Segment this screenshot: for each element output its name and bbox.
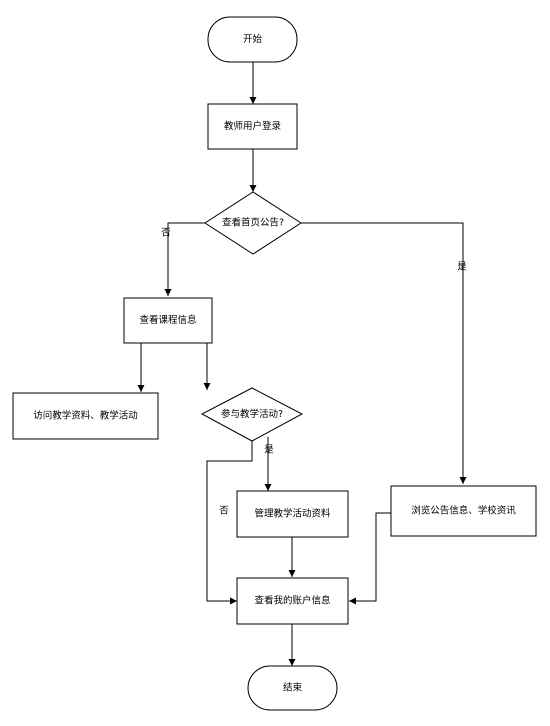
login-process: 教师用户登录: [207, 103, 298, 150]
join-activity-label: 参与教学活动?: [221, 408, 283, 420]
start-terminal: 开始: [207, 16, 298, 63]
account-info-label: 查看我的账户信息: [254, 595, 330, 607]
login-label: 教师用户登录: [224, 120, 282, 132]
check-notice-decision: 查看首页公告?: [204, 191, 302, 255]
edge-browse-to-account: [349, 512, 391, 605]
manage-materials-label: 管理教学活动资料: [254, 508, 331, 520]
start-label: 开始: [243, 33, 263, 45]
visit-materials-label: 访问教学资料、教学活动: [33, 410, 138, 422]
join-activity-decision: 参与教学活动?: [200, 387, 304, 442]
view-course-label: 查看课程信息: [139, 314, 196, 326]
visit-materials-process: 访问教学资料、教学活动: [12, 392, 159, 440]
browse-notice-label: 浏览公告信息、学校资讯: [411, 505, 516, 517]
view-course-process: 查看课程信息: [123, 297, 213, 344]
check-notice-label: 查看首页公告?: [222, 217, 284, 229]
edge-label-activity-no: 否: [219, 506, 229, 517]
edge-join-activity-no: [206, 437, 253, 605]
edge-label-activity-yes: 是: [264, 445, 274, 456]
manage-materials-process: 管理教学活动资料: [236, 490, 349, 538]
end-label: 结束: [283, 682, 303, 694]
account-info-process: 查看我的账户信息: [236, 577, 349, 625]
edge-label-notice-no: 否: [161, 228, 171, 239]
edge-check-notice-yes: [301, 222, 467, 484]
edge-label-notice-yes: 是: [457, 262, 467, 273]
edges: [137, 62, 467, 666]
end-terminal: 结束: [247, 665, 338, 711]
edge-check-notice-no: [164, 222, 205, 296]
browse-notice-process: 浏览公告信息、学校资讯: [390, 485, 537, 537]
